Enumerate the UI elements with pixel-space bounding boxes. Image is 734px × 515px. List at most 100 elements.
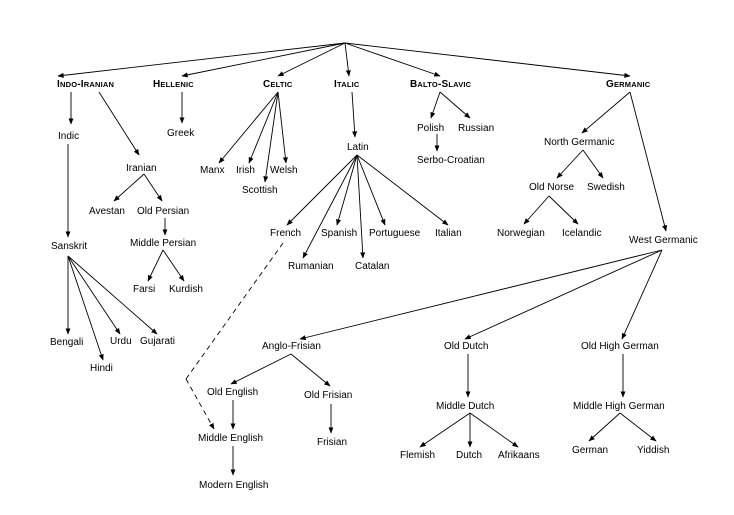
node-bengali: Bengali: [50, 337, 83, 348]
node-middle-persian: Middle Persian: [130, 238, 196, 249]
edge-french-middle-english-dashed-2: [185, 378, 215, 430]
node-russian: Russian: [458, 123, 494, 134]
node-middle-dutch: Middle Dutch: [436, 401, 494, 412]
node-french: French: [270, 228, 301, 239]
edge-latin-catalan: [356, 154, 366, 259]
node-iranian: Iranian: [126, 163, 157, 174]
edge-sanskrit-hindi: [67, 255, 104, 361]
edge-latin-spanish: [336, 154, 358, 226]
node-north-germanic: North Germanic: [544, 137, 615, 148]
node-swedish: Swedish: [587, 182, 625, 193]
node-german: German: [572, 445, 608, 456]
node-afrikaans: Afrikaans: [498, 450, 540, 461]
node-icelandic: Icelandic: [562, 228, 601, 239]
edge-germanic-west-germanic: [629, 91, 668, 232]
node-spanish: Spanish: [321, 228, 357, 239]
node-old-persian: Old Persian: [137, 206, 189, 217]
node-middle-high-german: Middle High German: [573, 401, 665, 412]
edge-middle-high-german-yiddish: [619, 412, 657, 442]
node-avestan: Avestan: [89, 206, 125, 217]
node-urdu: Urdu: [110, 336, 132, 347]
edge-anglo-frisian-old-english: [230, 353, 292, 385]
node-polish: Polish: [417, 123, 444, 134]
edge-indo-iranian-iranian: [98, 91, 140, 156]
edge-root-italic: [344, 42, 351, 77]
edge-west-germanic-old-high-german: [621, 249, 663, 340]
node-modern-english: Modern English: [199, 480, 268, 491]
node-serbo-croatian: Serbo-Croatian: [417, 155, 485, 166]
edge-middle-persian-kurdish: [162, 249, 185, 282]
edge-root-celtic: [277, 42, 346, 77]
node-scottish: Scottish: [242, 185, 278, 196]
edge-french-middle-english-dashed: [185, 242, 284, 380]
node-manx: Manx: [200, 165, 224, 176]
edge-middle-high-german-german: [588, 412, 621, 442]
edge-balto-slavic-polish: [430, 91, 441, 119]
edge-middle-dutch-afrikaans: [469, 412, 519, 448]
node-welsh: Welsh: [270, 165, 298, 176]
edge-west-germanic-old-dutch: [464, 249, 663, 340]
node-frisian: Frisian: [317, 437, 347, 448]
node-italian: Italian: [435, 228, 462, 239]
node-latin: Latin: [347, 142, 369, 153]
node-catalan: Catalan: [355, 261, 389, 272]
node-kurdish: Kurdish: [169, 284, 203, 295]
edge-celtic-welsh: [277, 91, 288, 164]
branch-hellenic: HELLENIC: [153, 79, 194, 90]
node-old-norse: Old Norse: [529, 182, 574, 193]
branch-germanic: GERMANIC: [606, 79, 651, 90]
node-west-germanic: West Germanic: [629, 235, 698, 246]
branch-indo-iranian: INDO-IRANIAN: [57, 79, 114, 90]
node-rumanian: Rumanian: [288, 261, 334, 272]
edge-sanskrit-urdu: [67, 255, 121, 335]
edge-latin-rumanian: [302, 154, 358, 259]
edge-sanskrit-gujarati: [67, 255, 158, 335]
edge-root-hellenic: [181, 42, 346, 78]
node-dutch: Dutch: [456, 450, 482, 461]
edge-anglo-frisian-old-frisian: [290, 353, 331, 387]
node-irish: Irish: [236, 165, 255, 176]
edge-latin-portuguese: [356, 154, 386, 226]
edge-latin-french: [286, 154, 358, 226]
node-middle-english: Middle English: [198, 433, 263, 444]
edge-north-germanic-old-norse: [556, 149, 584, 179]
edge-celtic-irish: [248, 91, 279, 164]
edge-root-balto-slavic: [344, 42, 441, 77]
node-greek: Greek: [167, 128, 195, 139]
edge-italic-latin: [351, 91, 358, 138]
node-yiddish: Yiddish: [637, 445, 669, 456]
edge-iranian-old-persian: [143, 173, 163, 202]
nodes: INDO-IRANIAN HELLENIC CELTIC ITALIC BALT…: [50, 79, 698, 491]
edge-north-germanic-swedish: [582, 149, 604, 179]
edge-latin-italian: [356, 154, 449, 226]
node-hindi: Hindi: [90, 363, 113, 374]
branch-italic: ITALIC: [334, 79, 360, 90]
node-anglo-frisian: Anglo-Frisian: [262, 341, 321, 352]
edge-old-norse-norwegian: [523, 195, 550, 225]
node-old-high-german: Old High German: [581, 341, 659, 352]
edge-celtic-manx: [218, 91, 279, 164]
node-sanskrit: Sanskrit: [51, 241, 87, 252]
edges: [57, 42, 668, 476]
edge-west-germanic-anglo-frisian: [299, 249, 663, 341]
node-old-english: Old English: [207, 387, 258, 398]
edge-iranian-avestan: [113, 173, 145, 202]
edge-balto-slavic-russian: [439, 91, 471, 119]
node-gujarati: Gujarati: [140, 336, 175, 347]
branch-celtic: CELTIC: [263, 79, 293, 90]
branch-balto-slavic: BALTO-SLAVIC: [410, 79, 472, 90]
node-flemish: Flemish: [400, 450, 435, 461]
edge-middle-dutch-flemish: [419, 412, 471, 448]
node-old-dutch: Old Dutch: [444, 341, 488, 352]
edge-celtic-scottish: [263, 91, 279, 183]
edge-middle-persian-farsi: [147, 249, 164, 282]
node-norwegian: Norwegian: [497, 228, 545, 239]
node-farsi: Farsi: [133, 284, 155, 295]
edge-germanic-north-germanic: [581, 91, 631, 134]
node-old-frisian: Old Frisian: [304, 390, 352, 401]
edge-old-norse-icelandic: [548, 195, 579, 225]
edge-root-indo-iranian: [57, 42, 346, 78]
edge-root-germanic: [344, 42, 631, 78]
node-indic: Indic: [58, 131, 79, 142]
